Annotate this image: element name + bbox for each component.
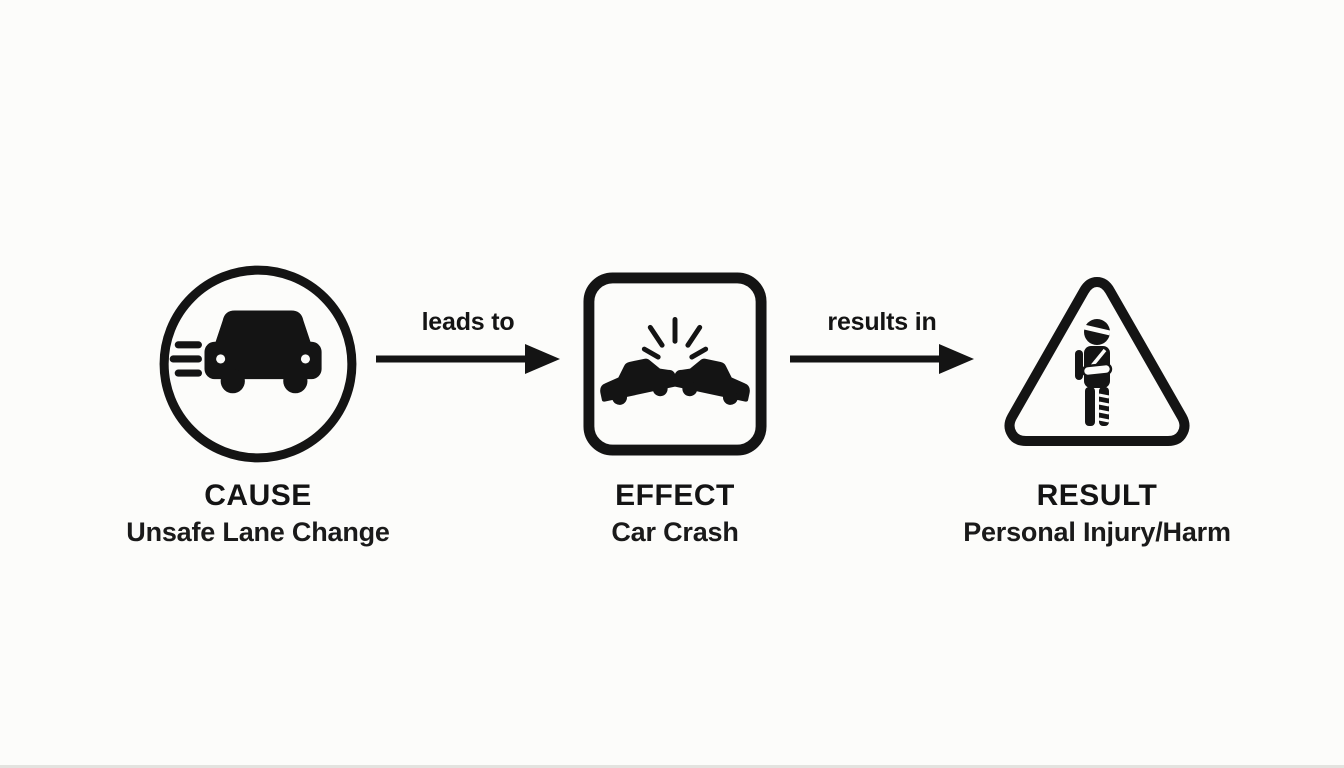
result-subtitle: Personal Injury/Harm: [963, 517, 1231, 547]
connector-results-in: results in: [790, 308, 974, 377]
car-collision-in-rounded-square-graphic: [583, 272, 767, 456]
page-bottom-edge: [0, 765, 1344, 768]
effect-title: EFFECT: [615, 479, 735, 512]
effect-node: EFFECT Car Crash: [475, 250, 875, 551]
speeding-car-icon: [58, 250, 458, 478]
result-title: RESULT: [1036, 479, 1158, 512]
result-node: RESULT Personal Injury/Harm: [897, 250, 1297, 551]
injured-person-in-warning-triangle-graphic: [1004, 277, 1190, 446]
connector-leads-to-label: leads to: [421, 308, 515, 336]
connector-results-in-label: results in: [827, 308, 937, 336]
cause-node: CAUSE Unsafe Lane Change: [58, 250, 458, 551]
cause-title: CAUSE: [204, 479, 312, 512]
speeding-car-in-circle-graphic: [159, 265, 357, 463]
connector-leads-to: leads to: [376, 308, 560, 377]
car-crash-icon: [475, 250, 875, 478]
injured-person-icon: [897, 250, 1297, 478]
arrow-right-icon: [790, 344, 974, 374]
cause-subtitle: Unsafe Lane Change: [126, 517, 390, 547]
effect-subtitle: Car Crash: [611, 517, 739, 547]
arrow-right-icon: [376, 344, 560, 374]
